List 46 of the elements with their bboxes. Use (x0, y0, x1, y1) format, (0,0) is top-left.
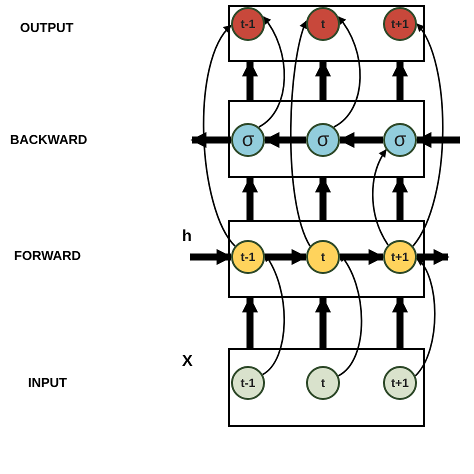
output-node: t+1 (383, 7, 417, 41)
arrow (372, 149, 389, 246)
arrow (415, 132, 460, 148)
arrow (392, 60, 408, 100)
variable-label: h (182, 228, 192, 246)
row-label: BACKWARD (10, 132, 88, 147)
arrow (258, 16, 286, 128)
input-node: t+1 (383, 366, 417, 400)
arrow (242, 60, 258, 100)
arrow (190, 132, 231, 148)
row-label: INPUT (28, 375, 67, 390)
arrow (392, 296, 408, 348)
forward-node: t+1 (383, 240, 417, 274)
arrow (242, 176, 258, 220)
arrow (412, 23, 444, 247)
forward-node: t (306, 240, 340, 274)
arrow (315, 176, 331, 220)
arrow (392, 176, 408, 220)
arrow (315, 60, 331, 100)
variable-label: X (182, 353, 193, 371)
backward-node: σ (306, 123, 340, 157)
layer-box (228, 100, 425, 178)
row-label: FORWARD (14, 248, 81, 263)
arrow (265, 249, 308, 265)
row-label: OUTPUT (20, 20, 74, 35)
input-node: t-1 (231, 366, 265, 400)
arrow (290, 20, 311, 246)
arrow (417, 249, 450, 265)
arrow (202, 24, 236, 247)
arrow (315, 296, 331, 348)
arrow (190, 249, 233, 265)
arrow (263, 132, 306, 148)
layer-box (228, 220, 425, 298)
arrow (333, 16, 361, 128)
layer-box (228, 348, 425, 427)
backward-node: σ (383, 123, 417, 157)
arrow (338, 132, 383, 148)
layer-box (228, 5, 425, 62)
output-node: t-1 (231, 7, 265, 41)
arrow (340, 249, 385, 265)
input-node: t (306, 366, 340, 400)
arrow (414, 258, 436, 376)
forward-node: t-1 (231, 240, 265, 274)
arrow (242, 296, 258, 348)
output-node: t (306, 7, 340, 41)
backward-node: σ (231, 123, 265, 157)
